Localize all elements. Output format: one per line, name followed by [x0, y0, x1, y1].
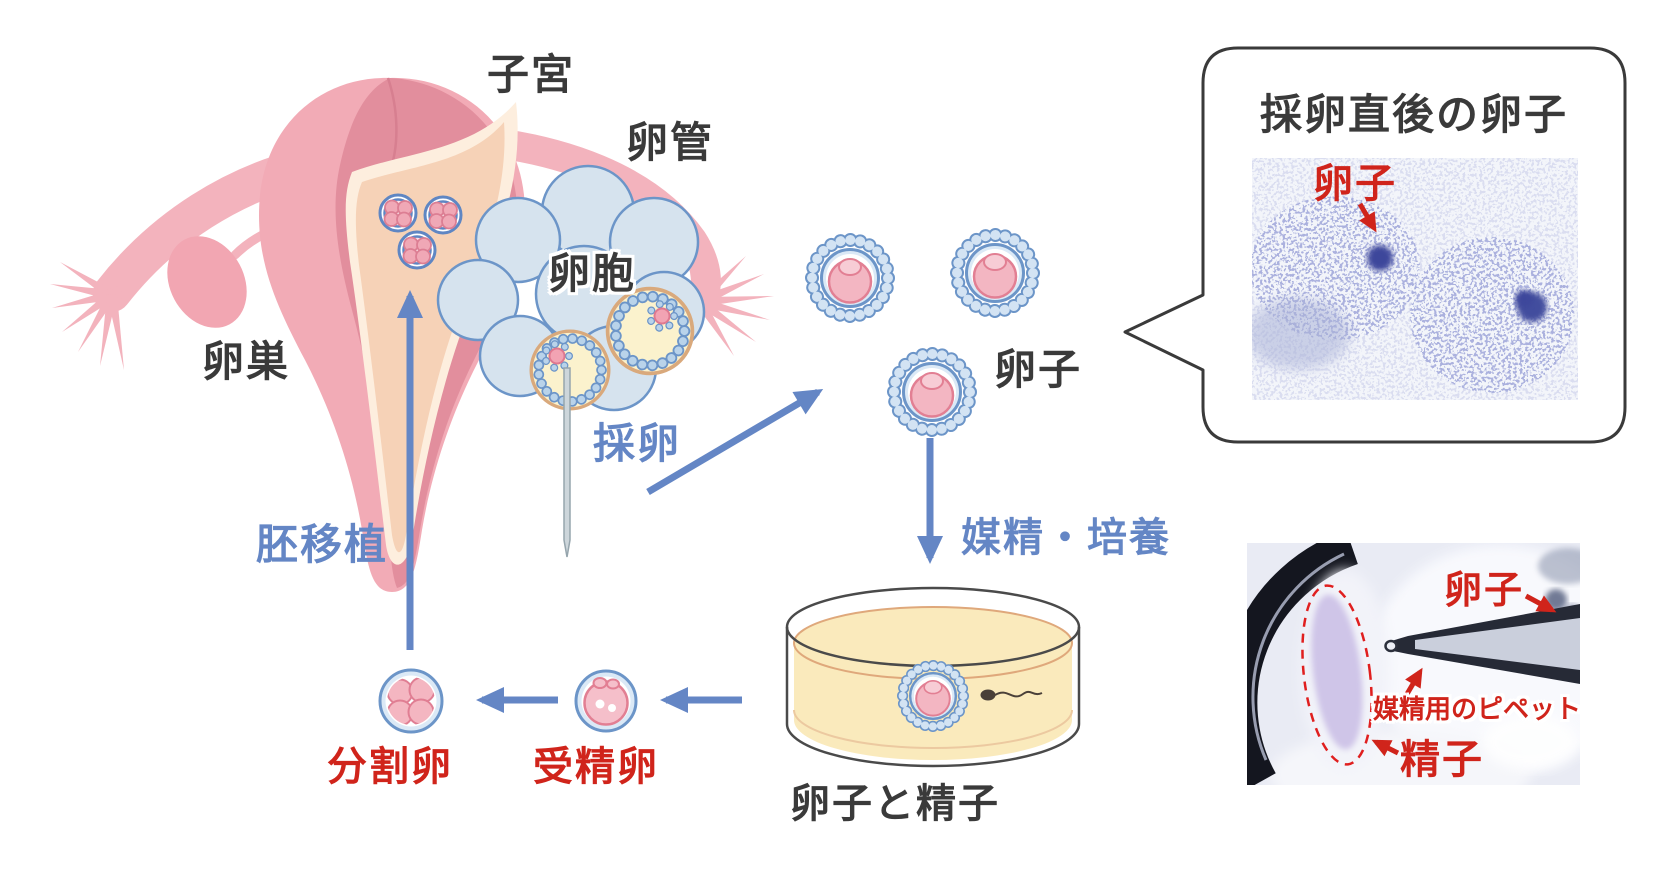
fertilized-egg-icon: [574, 669, 638, 733]
fimbriae-right-icon: [696, 256, 774, 356]
embryo-in-uterus: [423, 195, 463, 235]
egg-and-sperm-label: 卵子と精子: [790, 782, 1000, 826]
photo-egg-label: 卵子: [1443, 570, 1525, 612]
retrieved-eggs: [812, 235, 1033, 430]
uterus-label: 子宮: [486, 51, 576, 98]
callout-egg-pointer-arrow: [1357, 202, 1377, 233]
embryo-in-uterus: [397, 230, 437, 270]
follicle-cluster: [436, 164, 706, 412]
petri-dish-icon: [785, 586, 1081, 768]
photo-sperm-label: 精子: [1400, 738, 1484, 782]
ovary-label: 卵巣: [201, 338, 291, 385]
embryo-transfer-label: 胚移植: [255, 521, 389, 568]
cleaved-egg-label: 分割卵: [327, 745, 453, 789]
sperm-region-outline: [1301, 584, 1373, 766]
photo-sperm-pointer-arrow: [1371, 739, 1400, 757]
embryo-in-uterus: [378, 193, 418, 233]
fallopian-tube-label: 卵管: [625, 119, 715, 166]
photo-pipette-label: 媒精用のピペット: [1372, 694, 1582, 724]
retrieval-needle-icon: [563, 367, 571, 558]
microscopy-photo-eggs: [1252, 158, 1578, 400]
insemination-culture-label: 媒精・培養: [961, 516, 1171, 560]
cleaved-egg-icon: [378, 668, 444, 734]
egg-retrieval-arrow: [646, 388, 824, 496]
follicle-label: 卵胞: [547, 250, 637, 297]
photo-egg-pointer-arrow: [1524, 593, 1557, 613]
microscopy-photo-insemination: [1247, 543, 1580, 785]
fertilized-egg-label: 受精卵: [533, 745, 659, 789]
egg-in-dish: [903, 666, 964, 727]
callout-title: 採卵直後の卵子: [1259, 91, 1569, 138]
egg-label: 卵子: [993, 346, 1083, 393]
uterus-illustration: [259, 77, 525, 592]
fimbriae-left-icon: [50, 262, 124, 370]
callout-bubble: [1123, 46, 1627, 444]
photo-pipette-pointer-arrow: [1404, 667, 1423, 696]
mature-follicle: [608, 289, 693, 374]
sperm-droplet: [1311, 594, 1363, 750]
egg-retrieval-label: 採卵: [592, 420, 682, 467]
sperm-icon: [980, 689, 1043, 701]
insemination-pipette-icon: [1384, 604, 1580, 684]
egg-dot: [1367, 245, 1393, 271]
callout-egg-label: 卵子: [1313, 162, 1397, 206]
